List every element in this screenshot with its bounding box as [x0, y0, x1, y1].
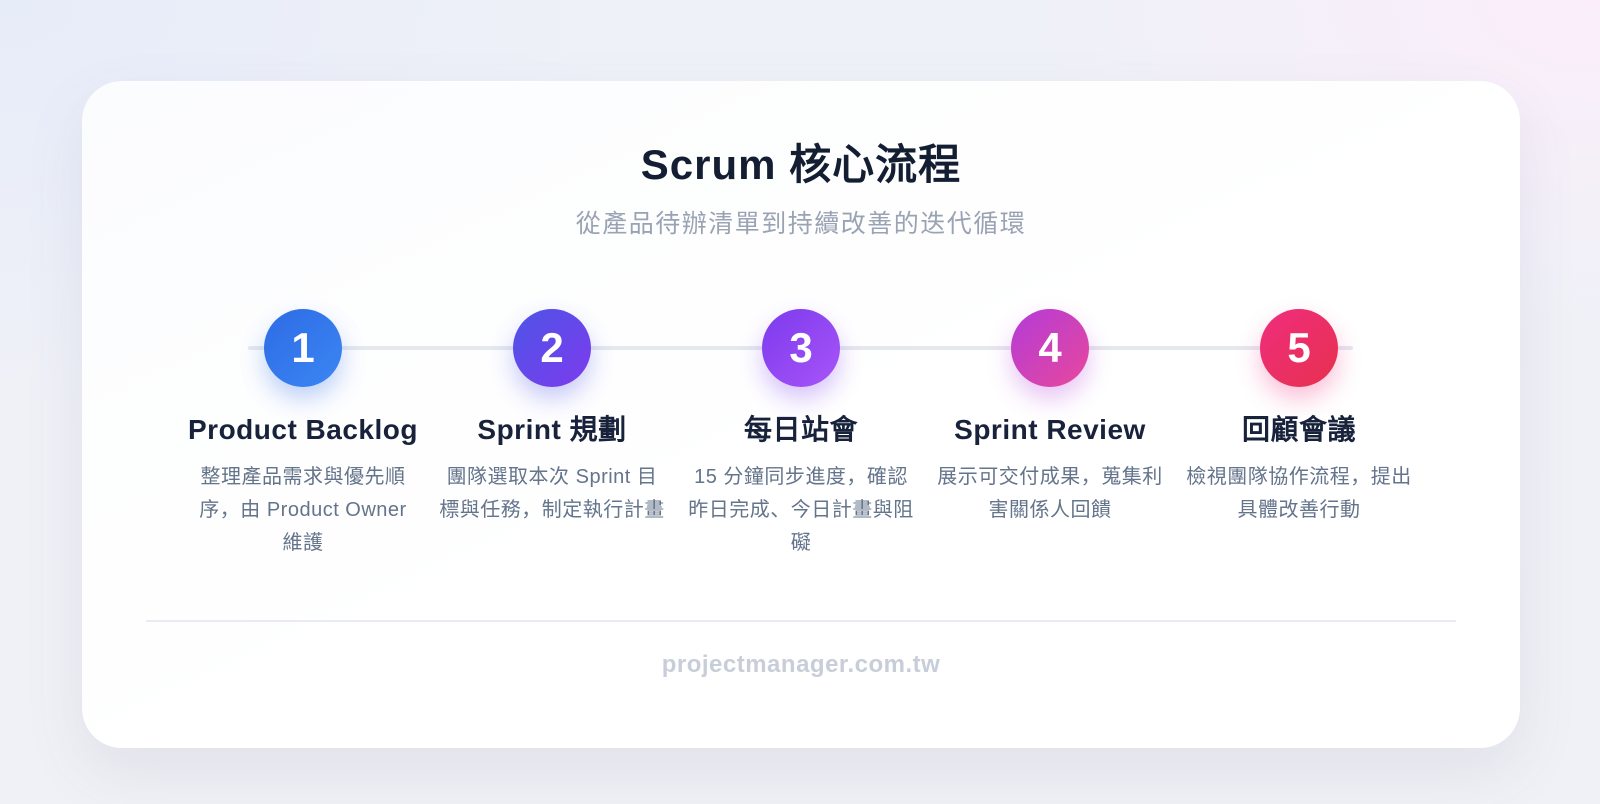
step-number: 5	[1287, 324, 1311, 371]
footer-divider	[146, 620, 1456, 622]
step-number-badge: 2	[513, 309, 591, 387]
step-description: 團隊選取本次 Sprint 目標與任務，制定執行計畫	[439, 466, 665, 521]
step-number-badge: 4	[1011, 309, 1089, 387]
step-number: 1	[291, 324, 315, 371]
process-step: 1 Product Backlog 整理產品需求與優先順序，由 Product …	[179, 309, 428, 560]
step-description: 檢視團隊協作流程，提出具體改善行動	[1186, 466, 1412, 521]
process-step: 5 回顧會議 檢視團隊協作流程，提出具體改善行動	[1175, 309, 1424, 560]
step-title: 每日站會	[743, 414, 858, 445]
step-description: 展示可交付成果，蒐集利害關係人回饋	[937, 466, 1163, 521]
step-number-badge: 3	[762, 309, 840, 387]
step-number: 3	[789, 324, 813, 371]
step-description: 整理產品需求與優先順序，由 Product Owner 維護	[199, 466, 407, 554]
step-number: 4	[1038, 324, 1062, 371]
step-number-badge: 1	[264, 309, 342, 387]
page-subtitle: 從產品待辦清單到持續改善的迭代循環	[575, 210, 1027, 238]
step-title: Sprint 規劃	[477, 414, 627, 445]
process-timeline: 1 Product Backlog 整理產品需求與優先順序，由 Product …	[82, 309, 1520, 560]
step-number-badge: 5	[1260, 309, 1338, 387]
process-step: 4 Sprint Review 展示可交付成果，蒐集利害關係人回饋	[926, 309, 1175, 560]
step-title: Product Backlog	[188, 414, 418, 445]
process-step: 2 Sprint 規劃 團隊選取本次 Sprint 目標與任務，制定執行計畫	[428, 309, 677, 560]
step-title: 回顧會議	[1241, 414, 1356, 445]
infographic-card: Scrum 核心流程 從產品待辦清單到持續改善的迭代循環 1 Product B…	[82, 81, 1520, 748]
step-title: Sprint Review	[954, 414, 1146, 445]
footer-watermark: projectmanager.com.tw	[661, 651, 941, 678]
step-description: 15 分鐘同步進度，確認昨日完成、今日計畫與阻礙	[688, 466, 914, 554]
process-step: 3 每日站會 15 分鐘同步進度，確認昨日完成、今日計畫與阻礙	[677, 309, 926, 560]
step-number: 2	[540, 324, 564, 371]
timeline-steps: 1 Product Backlog 整理產品需求與優先順序，由 Product …	[179, 309, 1424, 560]
page-title: Scrum 核心流程	[640, 141, 962, 188]
